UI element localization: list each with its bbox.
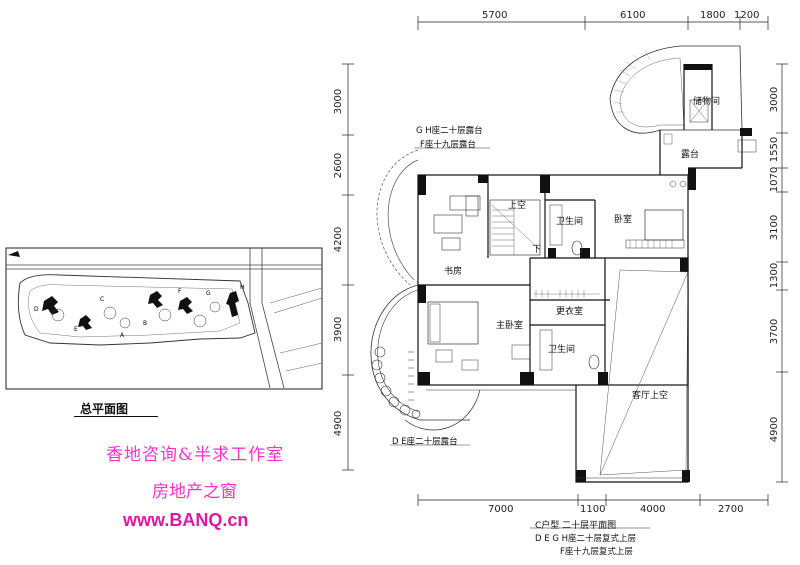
dim-top-2: 6100 [620,10,646,21]
note-terrace-gh: G H座二十层露台 [416,126,483,136]
dim-top-4: 1200 [734,10,760,21]
room-dressing: 更衣室 [556,307,584,317]
room-living-void: 客厅上空 [632,391,669,401]
floor-plan [342,16,788,529]
dim-left-5: 4900 [333,410,345,437]
dim-right-5: 1300 [769,262,781,289]
dim-left-1: 3000 [333,88,345,115]
room-bathroom-1: 卫生间 [556,217,584,227]
site-label-h: H [240,284,245,291]
dim-right-2: 1550 [769,136,781,163]
site-label-f: F [178,288,182,295]
note-terrace-de: D E座二十层露台 [392,437,458,447]
room-bathroom-2: 卫生间 [548,345,576,355]
site-plan: D E C B A F G H [5,247,323,390]
plan-caption-title: C户型 二十层平面图 [535,521,617,531]
room-upper-void: 上空 [508,201,527,211]
room-study: 书房 [444,267,463,277]
site-label-a: A [120,332,125,339]
dim-left-3: 4200 [333,226,345,253]
site-label-b: B [143,320,147,327]
site-label-c: C [100,296,104,303]
dim-right-7: 4900 [769,416,781,443]
site-label-g: G [206,290,211,297]
room-terrace: 露台 [681,150,700,160]
dim-bottom-1: 7000 [488,504,514,515]
site-title-underline [74,416,158,417]
dim-right-3: 1070 [769,166,781,193]
dim-bottom-3: 4000 [640,504,666,515]
watermark-line-1: 香地咨询&半求工作室 [106,445,285,465]
room-storage: 储物间 [693,97,721,107]
dim-left-2: 2600 [333,152,345,179]
site-label-e: E [74,326,78,333]
note-terrace-f: F座十九层露台 [420,140,476,150]
dim-top-1: 5700 [482,10,508,21]
dim-bottom-4: 2700 [718,504,744,515]
dim-left-4: 3900 [333,316,345,343]
dim-bottom-2: 1100 [580,504,606,515]
dim-right-4: 3100 [769,214,781,241]
site-label-d: D [34,306,39,313]
watermark-line-2: 房地产之窗 [152,482,237,502]
plan-caption-line-2: D E G H座二十层复式上层 [535,534,637,544]
dim-top-3: 1800 [700,10,726,21]
room-bedroom: 卧室 [614,215,633,225]
site-plan-title: 总平面图 [80,402,129,416]
room-master-bedroom: 主卧室 [496,321,524,331]
dim-right-1: 3000 [769,86,781,113]
dim-right-6: 3700 [769,318,781,345]
watermark-url: www.BANQ.cn [123,510,249,530]
plan-caption-line-3: F座十九层复式上层 [560,547,633,557]
stair-down: 下 [532,245,542,255]
